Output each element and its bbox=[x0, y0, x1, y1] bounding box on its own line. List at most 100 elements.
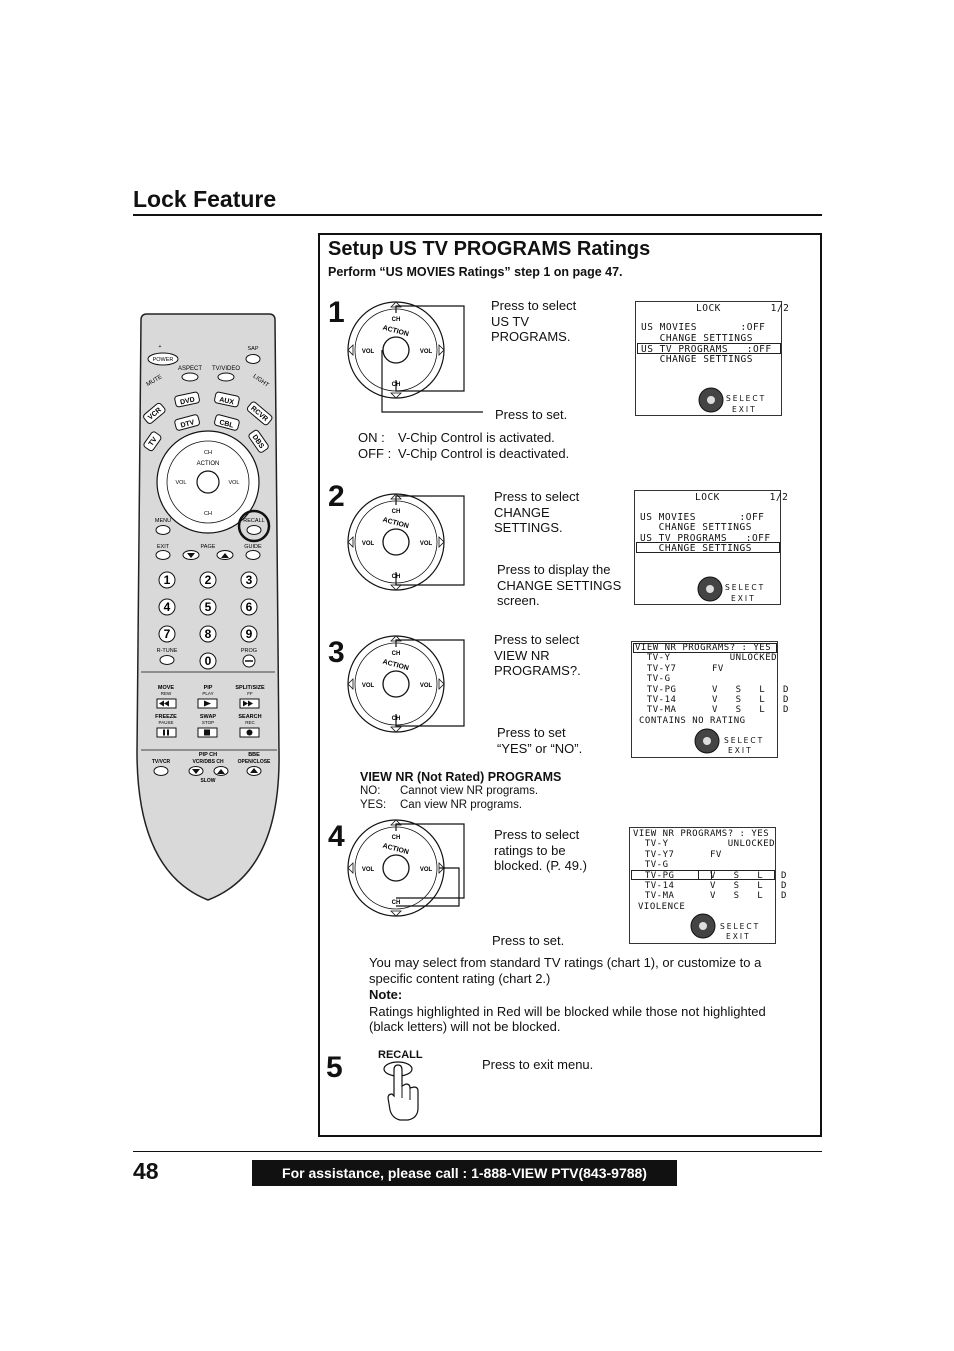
step-1-osd-screen: LOCK 1/2 US MOVIES :OFF CHANGE SETTINGS … bbox=[635, 301, 789, 416]
osd-4-line-6: TV-14 V S L D bbox=[633, 881, 787, 891]
osd-1-line-3: CHANGE SETTINGS bbox=[641, 333, 753, 344]
step-4-dial-diagram: CH ACTION VOL VOL CH bbox=[347, 819, 465, 917]
step-1-dial-diagram: CH ACTION VOL VOL CH bbox=[347, 301, 483, 413]
remote-action-button bbox=[196, 470, 220, 494]
step-4-ch-down: CH bbox=[392, 900, 401, 906]
on-label: ON : bbox=[358, 430, 385, 445]
nr-title: VIEW NR (Not Rated) PROGRAMS bbox=[360, 770, 562, 784]
eject-icon bbox=[250, 768, 258, 773]
step-3-dial-diagram: CH ACTION VOL VOL CH bbox=[347, 635, 465, 733]
osd-3-line-6: TV-14 V S L D bbox=[635, 695, 789, 705]
osd-2-exit: EXIT bbox=[731, 594, 756, 603]
nr-yes-text: Can view NR programs. bbox=[400, 798, 523, 811]
step-3-select-line-1: Press to select bbox=[494, 632, 580, 647]
source-buttons: VCR DVD AUX RCVR TV DTV CBL DBS bbox=[143, 391, 273, 453]
open-close-label: OPEN/CLOSE bbox=[238, 759, 271, 765]
search-label: SEARCH bbox=[238, 714, 261, 720]
page-up-icon bbox=[221, 553, 229, 558]
remote-vol-right-label: VOL bbox=[228, 480, 239, 486]
remote-action-label: ACTION bbox=[197, 461, 220, 467]
step-2-vol-right: VOL bbox=[420, 541, 433, 547]
osd-3-line-2: TV-Y UNLOCKED bbox=[635, 653, 778, 663]
osd-4-select: SELECT bbox=[720, 922, 761, 931]
digit-7: 7 bbox=[164, 627, 171, 641]
osd-1-line-1: LOCK 1/2 bbox=[696, 303, 790, 314]
osd-1-line-5: CHANGE SETTINGS bbox=[641, 354, 753, 365]
bbe-label: BBE bbox=[248, 752, 260, 758]
osd-3-line-8: CONTAINS NO RATING bbox=[639, 716, 746, 726]
osd-3-line-5: TV-PG V S L D bbox=[635, 685, 789, 695]
digit-0: 0 bbox=[205, 654, 212, 668]
step-4-para-line-2: specific content rating (chart 2.) bbox=[369, 970, 551, 986]
step-3-set-line-1: Press to set bbox=[497, 725, 566, 740]
step-2-dial-diagram: CH ACTION VOL VOL CH bbox=[347, 493, 465, 591]
step-1-vol-right: VOL bbox=[420, 349, 433, 355]
step-4-select-text: Press to select ratings to be blocked. (… bbox=[494, 827, 587, 874]
digit-1: 1 bbox=[164, 573, 171, 587]
assistance-banner: For assistance, please call : 1-888-VIEW… bbox=[252, 1160, 677, 1186]
tv-vcr-button bbox=[153, 766, 169, 776]
step-1-vol-left: VOL bbox=[362, 349, 375, 355]
step-2-vol-left: VOL bbox=[362, 541, 375, 547]
step-4-set-text: Press to set. bbox=[492, 933, 565, 948]
osd-3-highlight bbox=[633, 643, 777, 653]
guide-button bbox=[245, 550, 261, 560]
osd-2-line-4: US TV PROGRAMS :OFF bbox=[640, 533, 771, 544]
osd-2-line-2: US MOVIES :OFF bbox=[640, 512, 765, 523]
osd-3-exit: EXIT bbox=[728, 746, 753, 755]
swap-label: SWAP bbox=[200, 714, 217, 720]
power-label: POWER bbox=[153, 357, 174, 363]
tv-vcr-label: TV/VCR bbox=[152, 759, 171, 765]
step-1-select-line-1: Press to select bbox=[491, 298, 577, 313]
aspect-button bbox=[181, 372, 199, 382]
osd-3-action-icon bbox=[694, 728, 720, 754]
recall-hand-press-icon bbox=[383, 1061, 419, 1121]
dvd-label: DVD bbox=[180, 396, 196, 406]
step-1-select-line-2: US TV bbox=[491, 313, 530, 329]
step-4-vol-right: VOL bbox=[420, 867, 433, 873]
osd-4-action-icon bbox=[690, 913, 716, 939]
vcr-dbs-ch-label: VCR/DBS CH bbox=[192, 759, 224, 765]
rec-label: REC bbox=[245, 720, 255, 725]
osd-3-line-3: TV-Y7 FV bbox=[635, 664, 724, 674]
stop-label: STOP bbox=[202, 720, 214, 725]
step-2-ch-up: CH bbox=[392, 509, 401, 515]
pip-label: PIP bbox=[204, 685, 213, 691]
osd-1-highlight bbox=[637, 343, 781, 354]
osd-2-line-5: CHANGE SETTINGS bbox=[640, 543, 752, 554]
move-label: MOVE bbox=[158, 685, 175, 691]
digit-8: 8 bbox=[205, 627, 212, 641]
on-text: V-Chip Control is activated. bbox=[398, 430, 555, 445]
exit-label: EXIT bbox=[157, 544, 170, 550]
step-4-osd-screen: VIEW NR PROGRAMS? : YES TV-Y UNLOCKED TV… bbox=[629, 827, 786, 944]
setup-subtitle: Perform “US MOVIES Ratings” step 1 on pa… bbox=[328, 265, 623, 279]
osd-4-line-4: TV-G bbox=[633, 860, 669, 870]
step-2-select-line-2: CHANGE bbox=[494, 504, 550, 520]
nr-no-label: NO: bbox=[360, 785, 381, 797]
osd-2-highlight bbox=[636, 542, 780, 553]
osd-1-line-4: US TV PROGRAMS :OFF bbox=[641, 344, 772, 355]
step-3-vol-right: VOL bbox=[420, 683, 433, 689]
step-4-ch-up: CH bbox=[392, 835, 401, 841]
digit-4: 4 bbox=[164, 600, 171, 614]
note-line-1: Ratings highlighted in Red will be block… bbox=[369, 1003, 766, 1019]
step-5-text: Press to exit menu. bbox=[482, 1057, 594, 1072]
step-2-select-text: Press to select CHANGE SETTINGS. bbox=[494, 489, 579, 536]
dtv-label: DTV bbox=[180, 419, 196, 429]
note-label: Note: bbox=[369, 987, 403, 1002]
remote-plus-label: + bbox=[159, 344, 162, 350]
osd-1-exit: EXIT bbox=[732, 405, 757, 414]
rew-label: REW bbox=[161, 691, 172, 696]
osd-3-line-4: TV-G bbox=[635, 674, 671, 684]
guide-label: GUIDE bbox=[244, 544, 262, 550]
step-5-number: 5 bbox=[326, 1051, 343, 1084]
step-1-ch-up: CH bbox=[392, 317, 401, 323]
fast-forward-icon bbox=[243, 700, 253, 707]
step-4-paragraph: You may select from standard TV ratings … bbox=[369, 955, 809, 1035]
step-3-select-text: Press to select VIEW NR PROGRAMS?. bbox=[494, 632, 581, 679]
pause-label: PAUSE bbox=[159, 720, 174, 725]
rtune-label: R-TUNE bbox=[157, 648, 178, 654]
step-3-vol-left: VOL bbox=[362, 683, 375, 689]
nr-notes: NO:Cannot view NR programs. YES:Can view… bbox=[360, 785, 538, 812]
nr-yes-label: YES: bbox=[360, 798, 387, 811]
